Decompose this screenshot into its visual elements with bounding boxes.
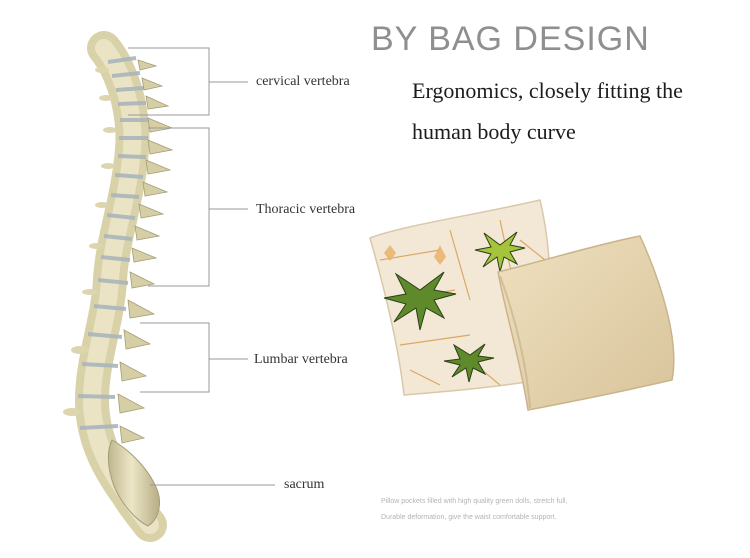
label-brackets: [128, 47, 275, 486]
footnote-line-2: Durable deformation, give the waist comf…: [381, 514, 557, 521]
footnote: Pillow pockets filled with high quality …: [381, 494, 681, 526]
cervical-vertebra-label: cervical vertebra: [256, 74, 350, 89]
headline-line-1: Ergonomics, closely fitting the: [412, 78, 683, 103]
thoracic-vertebra-label: Thoracic vertebra: [256, 202, 356, 217]
headline-line-2: human body curve: [412, 119, 576, 144]
footnote-line-1: Pillow pockets filled with high quality …: [381, 498, 568, 505]
sacrum-label: sacrum: [284, 477, 325, 492]
headline: Ergonomics, closely fitting the human bo…: [412, 70, 742, 152]
plain-pillow: [497, 235, 675, 411]
patterned-pillow: [369, 199, 551, 396]
brand-title: BY BAG DESIGN: [371, 20, 650, 58]
spine-illustration: [63, 31, 174, 542]
lumbar-vertebra-label: Lumbar vertebra: [254, 352, 348, 367]
